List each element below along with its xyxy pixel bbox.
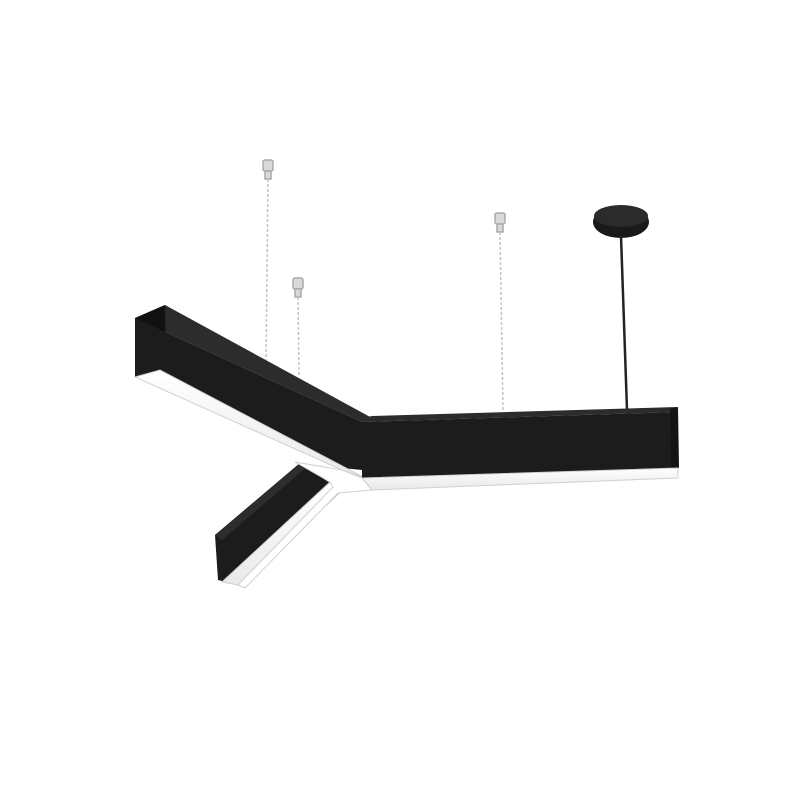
- ceiling-clip-1: [262, 159, 274, 172]
- ceiling-canopy-group: [593, 205, 649, 411]
- arm-right-end-cap: [670, 407, 679, 470]
- arm-right-top: [362, 407, 677, 422]
- wire-gripper-1: [264, 170, 272, 180]
- arm-upper-left: [133, 305, 372, 479]
- suspension-wire-3: [494, 212, 506, 411]
- ceiling-clip-3: [494, 212, 506, 225]
- ceiling-clip-2: [292, 277, 304, 290]
- suspension-wire-2: [292, 277, 304, 376]
- arm-lower-left-side: [215, 463, 333, 585]
- junction-diffuser: [237, 461, 373, 589]
- arm-lower-left-top: [215, 463, 307, 540]
- arm-right-side: [362, 412, 678, 478]
- wire-1: [265, 178, 269, 363]
- wire-3: [499, 231, 504, 411]
- wire-2: [297, 296, 300, 376]
- arm-upper-left-top: [135, 305, 372, 422]
- ceiling-canopy-top: [594, 205, 648, 227]
- junction-diffuser-shape: [237, 461, 373, 589]
- canopy-stem: [618, 228, 624, 236]
- wire-gripper-3: [496, 223, 504, 233]
- arm-upper-left-side: [135, 318, 362, 470]
- arm-right: [360, 407, 679, 491]
- suspension-wires: [262, 159, 506, 411]
- arm-lower-left: [215, 463, 344, 586]
- suspension-wire-1: [262, 159, 274, 363]
- wire-gripper-2: [294, 288, 302, 298]
- power-cord: [619, 235, 629, 411]
